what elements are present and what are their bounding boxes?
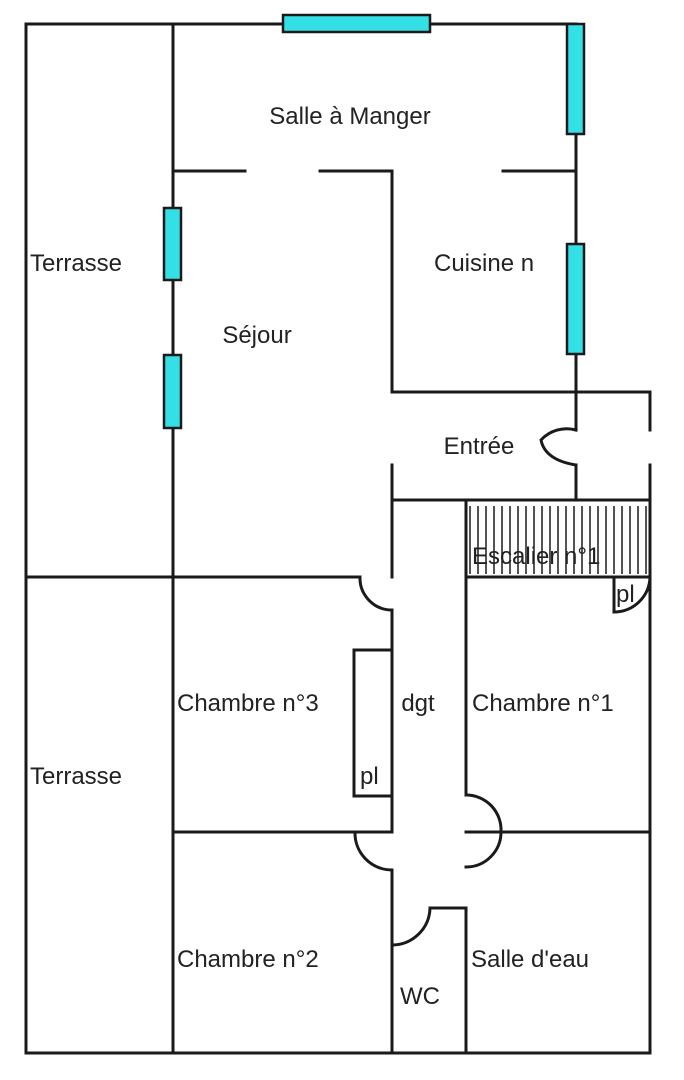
label-cuisine: Cuisine n: [434, 250, 534, 277]
stair-hatching: [469, 506, 647, 574]
label-chambre-2: Chambre n°2: [177, 946, 319, 973]
windows: [162, 13, 586, 430]
window-sejour-lower: [162, 353, 183, 430]
interior-walls: [24, 22, 652, 1055]
outer-walls: [24, 22, 652, 1055]
label-placard-escalier: pl: [616, 581, 635, 608]
window-salle-a-manger-right: [565, 22, 586, 136]
label-salle-a-manger: Salle à Manger: [269, 103, 430, 130]
door-swings: [353, 427, 652, 947]
window-salle-a-manger-top: [281, 13, 432, 34]
label-wc: WC: [400, 983, 440, 1010]
label-sejour: Séjour: [222, 322, 291, 349]
placard-chambre-3: [352, 648, 394, 798]
label-terrasse-bottom: Terrasse: [30, 763, 122, 790]
label-salle-eau: Salle d'eau: [471, 946, 589, 973]
label-chambre-1: Chambre n°1: [472, 690, 614, 717]
window-cuisine: [565, 242, 586, 356]
label-escalier: Escalier n°1: [472, 543, 600, 570]
room-labels: Salle à Manger Terrasse Séjour Cuisine n…: [30, 103, 635, 1010]
label-degagement: dgt: [401, 690, 435, 717]
label-terrasse-top: Terrasse: [30, 250, 122, 277]
label-entree: Entrée: [444, 433, 515, 460]
label-chambre-3: Chambre n°3: [177, 690, 319, 717]
window-sejour-upper: [162, 206, 183, 282]
label-placard-chambre-3: pl: [360, 763, 379, 790]
